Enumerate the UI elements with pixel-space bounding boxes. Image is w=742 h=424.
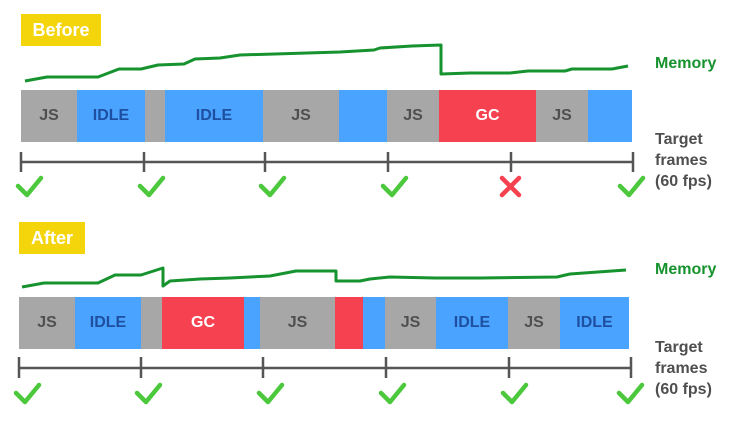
js-segment: JS xyxy=(387,90,439,142)
idle-segment: IDLE xyxy=(75,297,141,349)
idle-segment: IDLE xyxy=(436,297,508,349)
frame-timeline-after xyxy=(17,357,633,378)
memory-line-before xyxy=(24,43,629,83)
js-segment: JS xyxy=(260,297,335,349)
frame-timeline-before xyxy=(19,152,635,172)
check-icon xyxy=(617,175,646,198)
check-icon xyxy=(500,382,529,405)
js-segment: JS xyxy=(19,297,75,349)
js-segment: JS xyxy=(536,90,588,142)
target-frames-line-2: frames xyxy=(655,152,708,169)
check-icon xyxy=(258,175,287,198)
check-icon xyxy=(380,175,409,198)
idle-segment xyxy=(339,90,387,142)
check-icon xyxy=(137,175,166,198)
gc-segment: GC xyxy=(439,90,536,142)
js-segment: JS xyxy=(263,90,339,142)
idle-segment: IDLE xyxy=(560,297,629,349)
check-icon xyxy=(616,382,645,405)
section-title-before: Before xyxy=(21,14,101,46)
check-icon xyxy=(256,382,285,405)
target-frames-line-3: (60 fps) xyxy=(655,381,712,398)
section-title-after: After xyxy=(19,222,85,254)
memory-line-after xyxy=(21,266,627,289)
cross-icon xyxy=(499,175,522,198)
gc-segment: GC xyxy=(162,297,244,349)
check-icon xyxy=(378,382,407,405)
js-segment xyxy=(141,297,162,349)
idle-segment xyxy=(244,297,260,349)
target-frames-line-1: Target xyxy=(655,339,703,356)
target-frames-line-3: (60 fps) xyxy=(655,173,712,190)
idle-segment: IDLE xyxy=(165,90,263,142)
memory-label-after: Memory xyxy=(655,261,717,278)
target-frames-label-before: Target frames (60 fps) xyxy=(655,129,712,192)
js-segment: JS xyxy=(385,297,436,349)
idle-segment xyxy=(588,90,632,142)
gc-segment xyxy=(335,297,363,349)
check-icon xyxy=(134,382,163,405)
check-icon xyxy=(13,382,42,405)
memory-label-before: Memory xyxy=(655,55,717,72)
js-segment xyxy=(145,90,165,142)
target-frames-label-after: Target frames (60 fps) xyxy=(655,337,712,400)
idle-segment: IDLE xyxy=(77,90,145,142)
target-frames-line-2: frames xyxy=(655,360,708,377)
idle-segment xyxy=(363,297,385,349)
target-frames-line-1: Target xyxy=(655,131,703,148)
js-segment: JS xyxy=(21,90,77,142)
js-segment: JS xyxy=(508,297,560,349)
check-icon xyxy=(15,175,44,198)
